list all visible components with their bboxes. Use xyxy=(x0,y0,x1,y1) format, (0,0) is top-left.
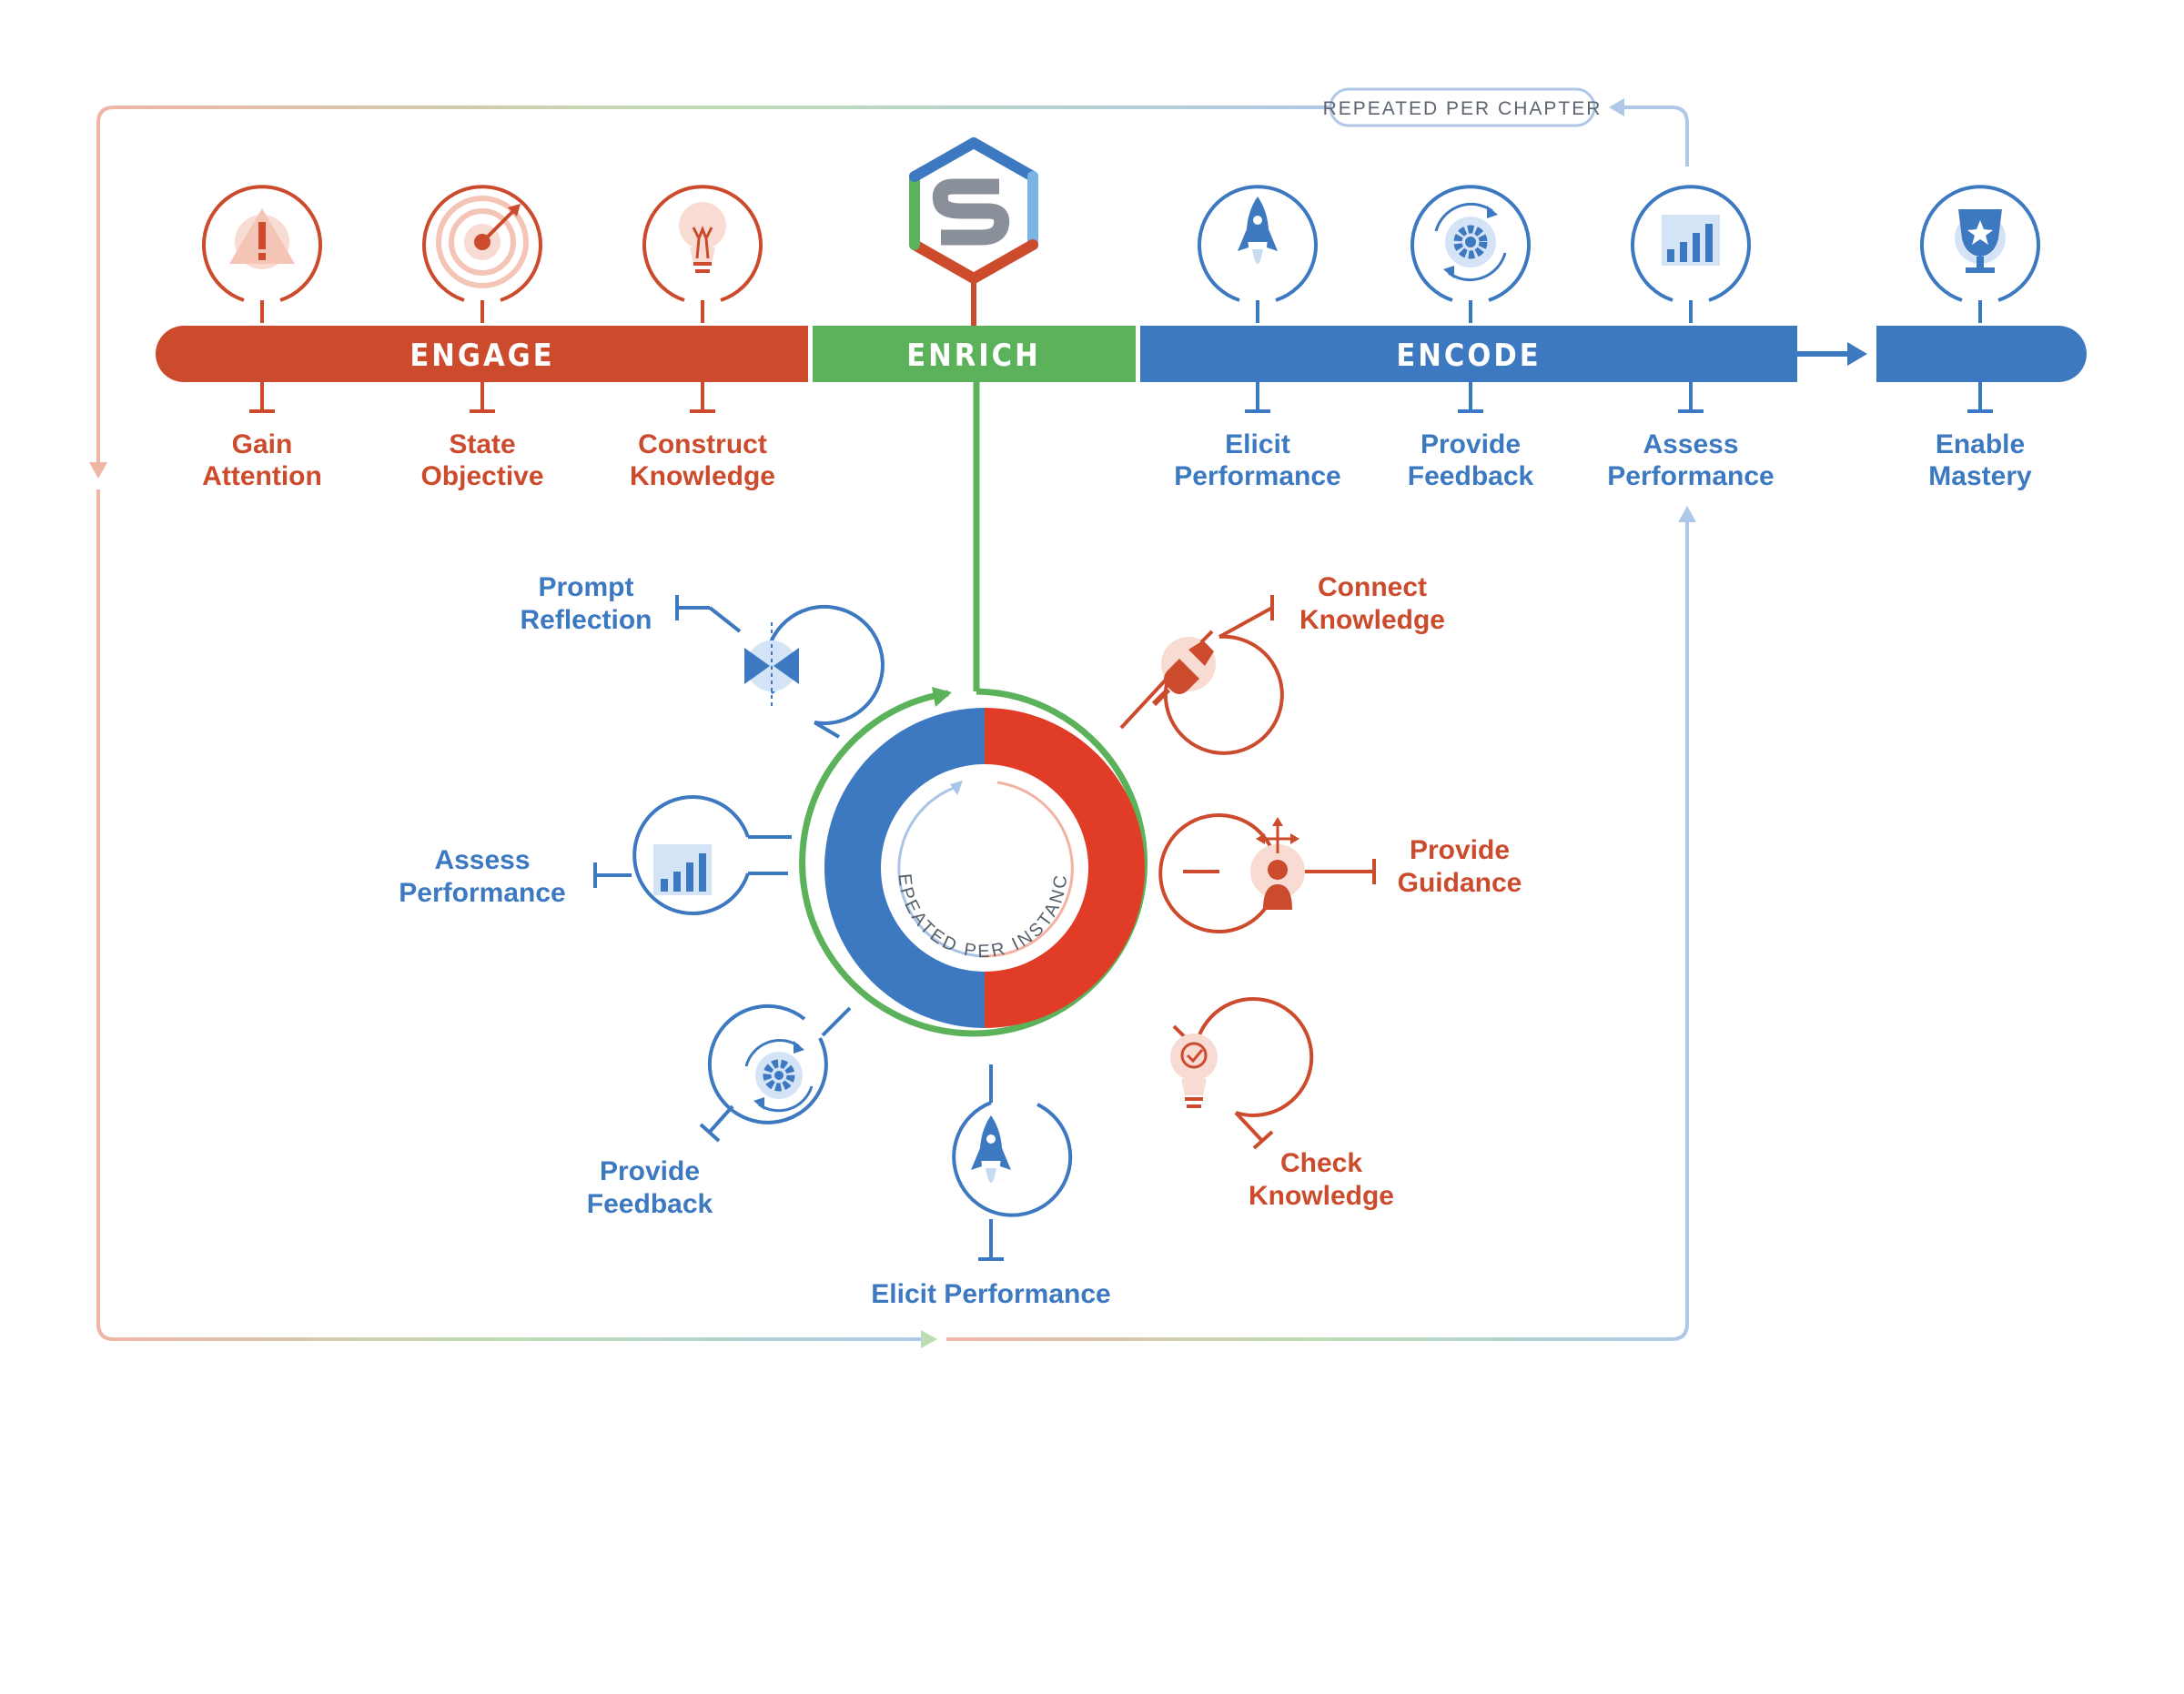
step-label-line2: Performance xyxy=(399,878,565,908)
enrich-band xyxy=(813,326,1136,382)
cycle-step-assess-performance: Assess Performance xyxy=(399,845,565,908)
step-label: Elicit Performance xyxy=(871,1279,1110,1309)
phase-band: ENGAGE ENRICH ENCODE xyxy=(156,326,2087,382)
step-label-line2: Attention xyxy=(202,461,322,491)
step-label-line1: Elicit xyxy=(1225,429,1290,459)
engage-label: ENGAGE xyxy=(410,338,554,374)
step-label-line2: Performance xyxy=(1607,461,1774,491)
bowtie-icon xyxy=(675,595,885,739)
lightbulb-check-icon xyxy=(1170,996,1314,1150)
step-label-line1: Provide xyxy=(1410,835,1510,865)
step-label-line1: State xyxy=(449,429,515,459)
step-label-line2: Knowledge xyxy=(1249,1181,1394,1211)
mastery-band xyxy=(1876,326,2087,382)
step-gain-attention: Gain Attention xyxy=(202,429,322,491)
step-label-line1: Provide xyxy=(600,1156,700,1186)
encode-label: ENCODE xyxy=(1396,338,1541,374)
step-assess-performance: Assess Performance xyxy=(1607,429,1774,491)
step-label-line2: Performance xyxy=(1174,461,1340,491)
step-construct-knowledge: Construct Knowledge xyxy=(630,429,775,491)
step-elicit-performance: Elicit Performance xyxy=(1174,429,1340,491)
repeated-per-chapter-pill xyxy=(1329,87,1596,127)
cycle-step-check-knowledge: Check Knowledge xyxy=(1249,1148,1394,1211)
step-label-line2: Knowledge xyxy=(1299,605,1445,635)
top-step-labels: Gain Attention State Objective Construct… xyxy=(202,429,2032,491)
trophy-icon xyxy=(1920,185,2040,323)
top-icons xyxy=(202,185,2040,323)
step-label-line1: Assess xyxy=(1643,429,1738,459)
engage-band xyxy=(156,326,808,382)
step-label-line2: Feedback xyxy=(1408,461,1534,491)
cycle-step-labels: Prompt Reflection Assess Performance Pro… xyxy=(399,572,1522,1309)
step-label-line2: Knowledge xyxy=(630,461,775,491)
bar-chart-icon xyxy=(593,795,792,915)
plug-icon xyxy=(1119,595,1284,755)
outer-green-ring xyxy=(799,688,1148,1037)
step-label-line1: Gain xyxy=(232,429,293,459)
gear-cycle-icon xyxy=(1410,185,1531,323)
gear-cycle-icon xyxy=(699,1003,852,1143)
enrich-label: ENRICH xyxy=(906,338,1040,374)
chapter-loop: REPEATED PER CHAPTER xyxy=(89,87,1696,1348)
step-state-objective: State Objective xyxy=(420,429,543,491)
rocket-icon xyxy=(1198,185,1318,323)
person-arrows-icon xyxy=(1158,813,1376,933)
step-label-line1: Enable xyxy=(1936,429,2025,459)
red-ring-half xyxy=(985,708,1145,1028)
step-label-line1: Provide xyxy=(1421,429,1521,459)
step-label-line1: Check xyxy=(1280,1148,1362,1178)
cycle-step-provide-feedback: Provide Feedback xyxy=(587,1156,713,1219)
lightbulb-icon xyxy=(642,185,763,323)
step-label-line2: Guidance xyxy=(1398,868,1522,898)
repeated-per-chapter-label: REPEATED PER CHAPTER xyxy=(1323,98,1603,119)
rocket-icon xyxy=(952,1064,1073,1261)
instance-cycle: REPEATED PER INSTANCE xyxy=(0,0,1148,1037)
s-hexagon-logo-icon xyxy=(909,137,1038,326)
step-label-line2: Reflection xyxy=(520,605,652,635)
step-provide-feedback: Provide Feedback xyxy=(1408,429,1534,491)
band-markers xyxy=(249,382,1993,413)
cycle-step-connect-knowledge: Connect Knowledge xyxy=(1299,572,1445,635)
step-label-line1: Assess xyxy=(434,845,530,875)
green-ring-arrow-icon xyxy=(932,687,952,707)
target-icon xyxy=(422,185,542,323)
warning-icon xyxy=(202,185,322,323)
step-label-line2: Objective xyxy=(420,461,543,491)
step-label-line1: Prompt xyxy=(539,572,634,602)
step-enable-mastery: Enable Mastery xyxy=(1928,429,2032,491)
cycle-step-prompt-reflection: Prompt Reflection xyxy=(520,572,652,635)
cycle-icons xyxy=(593,595,1376,1261)
step-label-line2: Feedback xyxy=(587,1189,713,1219)
blue-ring-half xyxy=(824,708,985,1028)
step-label-line1: Construct xyxy=(638,429,767,459)
bar-chart-icon xyxy=(1631,185,1751,323)
step-label-line2: Mastery xyxy=(1928,461,2032,491)
band-arrow-icon xyxy=(1847,342,1867,366)
encode-band xyxy=(1140,326,1797,382)
cycle-step-elicit-performance: Elicit Performance xyxy=(871,1279,1110,1309)
step-label-line1: Connect xyxy=(1318,572,1427,602)
cycle-step-provide-guidance: Provide Guidance xyxy=(1398,835,1522,898)
